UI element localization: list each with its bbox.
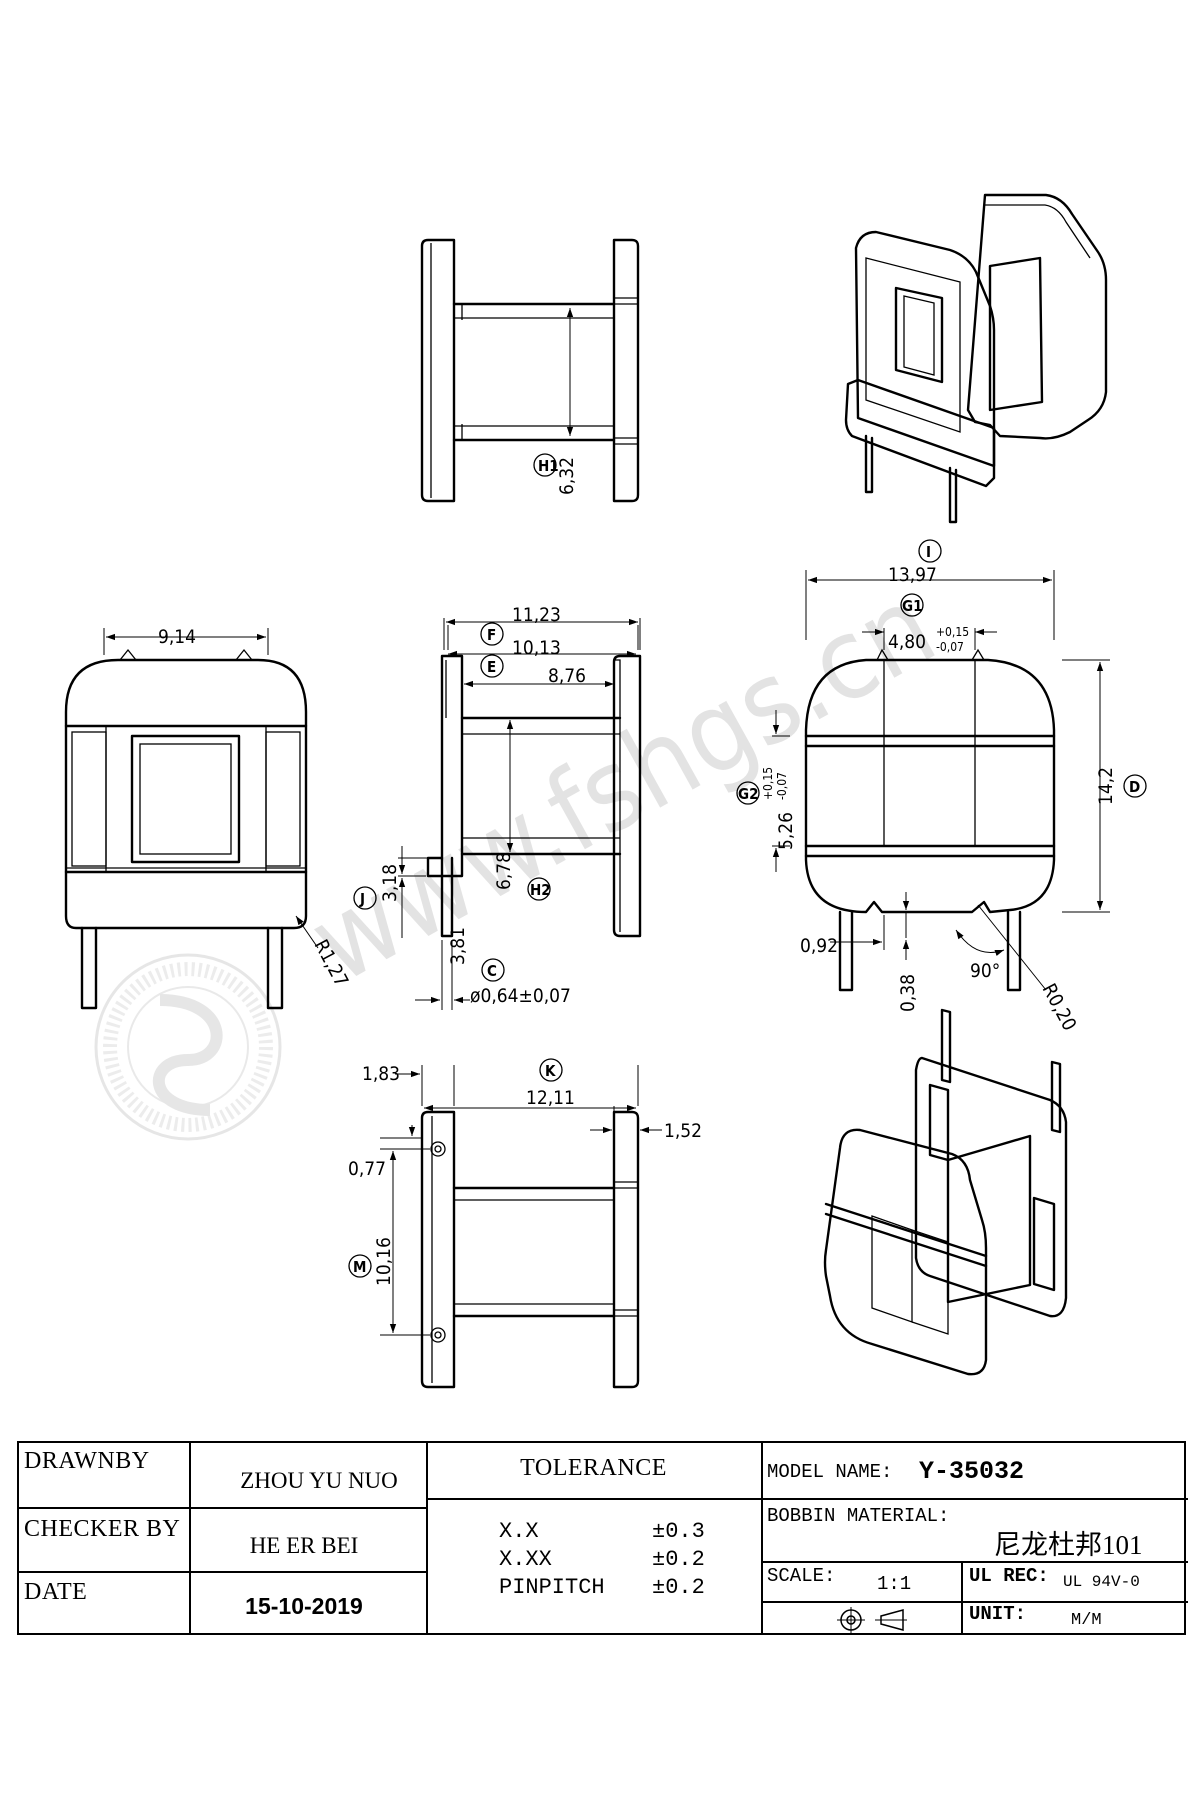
divider	[761, 1498, 1188, 1500]
dim-side-bottom: 1,83 K 12,11 1,52 0,77 M 10,16	[348, 1058, 702, 1286]
watermark-text: www.fshgs.cn	[290, 561, 955, 1008]
svg-text:+0,15: +0,15	[936, 625, 969, 639]
svg-text:12,11: 12,11	[526, 1087, 575, 1109]
technical-drawing: www.fshgs.cn H1 6,32	[64, 193, 1147, 1389]
title-block: DRAWNBY ZHOU YU NUO CHECKER BY HE ER BEI…	[17, 1441, 1188, 1635]
unit-value: M/M	[1071, 1611, 1102, 1630]
ul-label: UL REC:	[969, 1565, 1049, 1587]
svg-text:E: E	[487, 658, 496, 676]
svg-text:H1: H1	[538, 457, 559, 475]
svg-text:C: C	[487, 962, 497, 980]
projection-symbol-icon	[837, 1607, 907, 1633]
divider	[961, 1561, 963, 1633]
tolerance-name-1: X.XX	[499, 1547, 552, 1572]
svg-text:0,92: 0,92	[800, 935, 838, 957]
svg-text:10,16: 10,16	[373, 1237, 395, 1286]
svg-text:K: K	[545, 1062, 556, 1080]
dim-side-middle: 11,23 F 10,13 E 8,76 6,78 H2 J 3,18 3,81…	[353, 604, 586, 1007]
watermark-seal	[94, 953, 282, 1141]
checker-value: HE ER BEI	[249, 1533, 359, 1558]
svg-text:F: F	[487, 626, 496, 644]
end-view	[772, 570, 1110, 992]
drawn-by-value: ZHOU YU NUO	[240, 1468, 398, 1493]
svg-text:4,80: 4,80	[888, 631, 926, 653]
svg-text:3,81: 3,81	[447, 927, 469, 965]
svg-text:6,32: 6,32	[556, 457, 578, 495]
divider	[761, 1601, 1188, 1603]
isometric-view-top	[844, 193, 1108, 524]
unit-label: UNIT:	[969, 1603, 1027, 1625]
model-value: Y-35032	[919, 1457, 1025, 1486]
divider	[19, 1571, 426, 1573]
svg-text:-0,07: -0,07	[775, 772, 789, 800]
date-label: DATE	[24, 1579, 88, 1605]
drawn-by-label: DRAWNBY	[24, 1448, 150, 1474]
svg-text:-0,07: -0,07	[936, 640, 964, 654]
divider	[426, 1443, 428, 1633]
front-view	[64, 628, 319, 1010]
dim-g2: G2 5,26 +0,15 -0,07	[736, 767, 797, 850]
svg-text:M: M	[353, 1258, 366, 1276]
svg-text:R0,20: R0,20	[1038, 980, 1081, 1034]
scale-value: 1:1	[877, 1573, 912, 1595]
svg-text:90°: 90°	[970, 960, 1000, 982]
isometric-view-bottom	[823, 1008, 1068, 1376]
svg-text:0,77: 0,77	[348, 1158, 386, 1180]
divider	[426, 1498, 761, 1500]
svg-text:9,14: 9,14	[158, 626, 196, 648]
svg-text:3,18: 3,18	[379, 864, 401, 902]
svg-text:G2: G2	[738, 785, 758, 803]
divider	[761, 1443, 763, 1633]
tolerance-value-1: ±0.2	[652, 1547, 705, 1572]
tolerance-label: TOLERANCE	[520, 1455, 667, 1481]
date-value: 15-10-2019	[245, 1593, 363, 1619]
dim-i: I 13,97	[888, 539, 942, 586]
side-view-bottom	[380, 1065, 662, 1389]
dim-h1: H1 6,32	[533, 453, 578, 495]
tolerance-value-0: ±0.3	[652, 1519, 705, 1544]
svg-text:I: I	[926, 543, 931, 561]
svg-text:10,13: 10,13	[512, 637, 561, 659]
side-view-middle	[398, 618, 642, 1010]
svg-text:14,2: 14,2	[1095, 767, 1117, 805]
svg-text:8,76: 8,76	[548, 665, 586, 687]
svg-text:J: J	[359, 890, 365, 908]
svg-text:11,23: 11,23	[512, 604, 561, 626]
svg-text:1,52: 1,52	[664, 1120, 702, 1142]
tolerance-name-0: X.X	[499, 1519, 539, 1544]
checker-label: CHECKER BY	[24, 1516, 181, 1542]
material-value: 尼龙杜邦101	[994, 1530, 1143, 1560]
tolerance-value-2: ±0.2	[652, 1575, 705, 1600]
svg-text:H2: H2	[530, 881, 551, 899]
divider	[19, 1507, 426, 1509]
svg-text:D: D	[1129, 778, 1140, 796]
model-label: MODEL NAME:	[767, 1461, 893, 1483]
svg-text:13,97: 13,97	[888, 564, 937, 586]
material-label: BOBBIN MATERIAL:	[767, 1505, 950, 1527]
svg-text:0,38: 0,38	[897, 974, 919, 1012]
side-view-top	[420, 238, 640, 503]
tolerance-name-2: PINPITCH	[499, 1575, 605, 1600]
svg-text:+0,15: +0,15	[761, 767, 775, 800]
svg-text:ø0,64±0,07: ø0,64±0,07	[470, 985, 571, 1007]
dim-g1: G1 4,80 +0,15 -0,07	[888, 593, 969, 654]
svg-text:G1: G1	[902, 597, 922, 615]
svg-text:5,26: 5,26	[775, 812, 797, 850]
svg-text:6,78: 6,78	[493, 852, 515, 890]
scale-label: SCALE:	[767, 1565, 836, 1587]
dim-end-details: 0,92 0,38 90° R0,20	[800, 935, 1080, 1034]
divider	[761, 1561, 1188, 1563]
ul-value: UL 94V-0	[1063, 1573, 1140, 1591]
dim-d: 14,2 D	[1095, 767, 1147, 805]
divider	[189, 1443, 191, 1633]
svg-text:1,83: 1,83	[362, 1063, 400, 1085]
